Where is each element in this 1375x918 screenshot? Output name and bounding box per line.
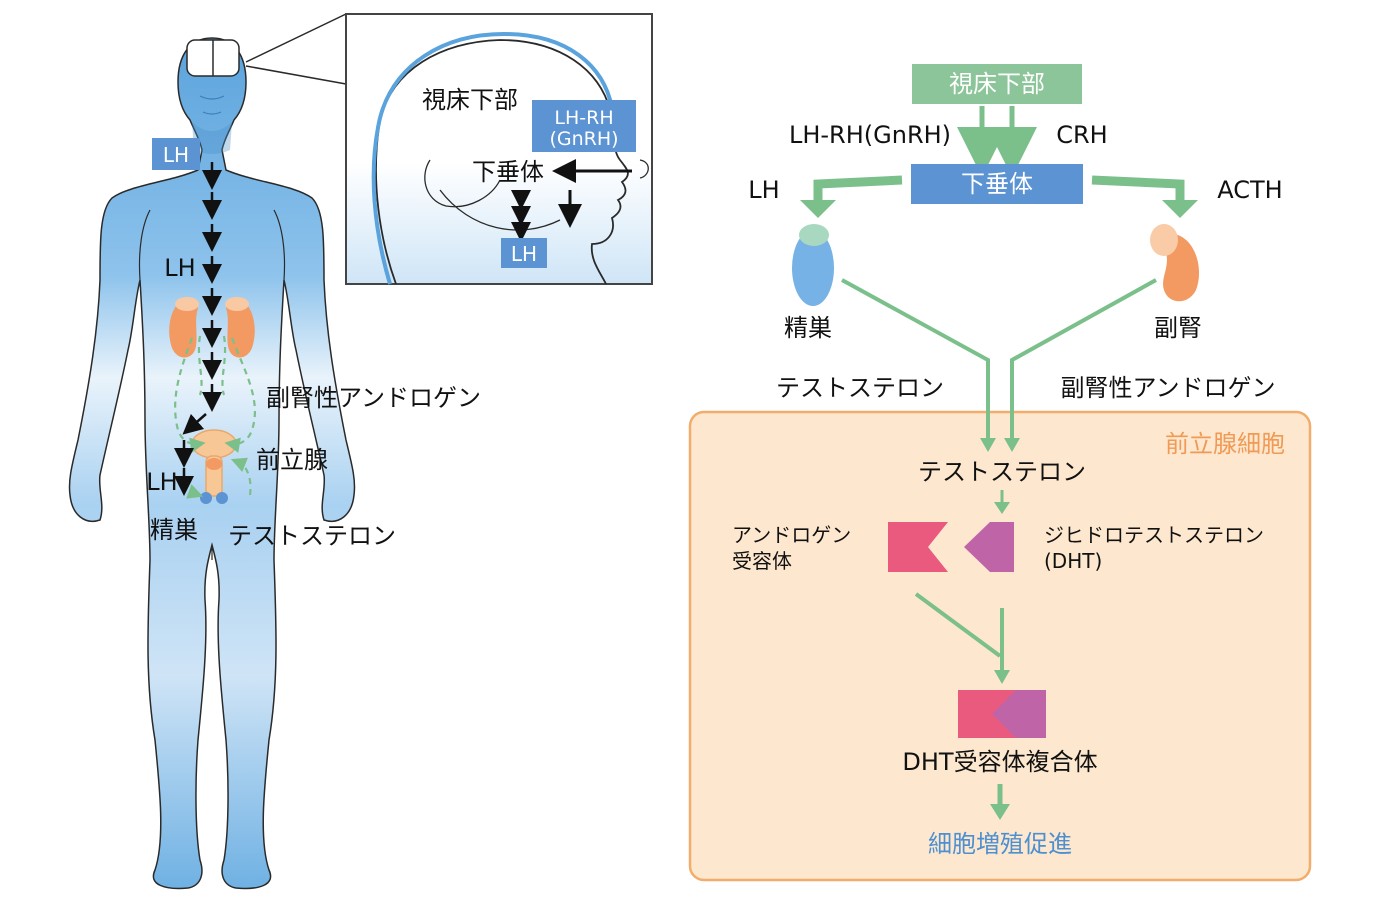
lh-label-body: LH	[164, 254, 195, 282]
lh-box-head	[152, 138, 200, 170]
testis-right-label: 精巣	[784, 314, 832, 342]
lh-pathway-arrows	[174, 162, 222, 496]
dht-label-1: ジヒドロテストステロン	[1044, 523, 1264, 547]
lh-label: LH	[748, 176, 779, 204]
testosterone-left-label: テストステロン	[776, 374, 944, 402]
adrenal-androgen-label: 副腎性アンドロゲン	[266, 384, 481, 412]
receptor-shape	[888, 522, 948, 572]
receptor-label-2: 受容体	[732, 549, 792, 573]
inset-lhrh-label: LH-RH	[554, 107, 613, 129]
head-inset: 視床下部 LH-RH (GnRH) 下垂体 LH	[345, 13, 653, 285]
prostate-label: 前立腺	[256, 446, 328, 474]
testosterone-label: テストステロン	[228, 522, 396, 550]
dht-label-2: (DHT)	[1044, 549, 1102, 573]
kidneys	[169, 297, 255, 358]
lh-label-lower: LH	[146, 468, 177, 496]
inset-lhrh-box	[532, 100, 636, 152]
inset-hypothalamus-label: 視床下部	[422, 86, 518, 114]
pituitary-box	[911, 164, 1083, 204]
inset-pituitary-label: 下垂体	[472, 158, 544, 186]
crh-label: CRH	[1056, 121, 1107, 149]
adrenal-label: 副腎	[1154, 314, 1202, 342]
lhrh-label: LH-RH(GnRH)	[789, 121, 951, 149]
receptor-label-1: アンドロゲン	[732, 523, 851, 547]
lh-label-head: LH	[163, 143, 189, 167]
head-profile-icon	[371, 31, 649, 285]
hypothalamus-box	[912, 64, 1082, 104]
result-label: 細胞増殖促進	[928, 830, 1072, 858]
testis-label: 精巣	[150, 516, 198, 544]
pituitary-label: 下垂体	[961, 170, 1033, 198]
inset-lh-label: LH	[511, 242, 537, 266]
inset-gnrh-label: (GnRH)	[549, 128, 618, 150]
dht-shape	[964, 522, 1014, 572]
adrenal-icon	[1150, 224, 1200, 302]
adrenal-androgen-right-label: 副腎性アンドロゲン	[1060, 374, 1275, 402]
cell-title: 前立腺細胞	[1165, 430, 1285, 458]
inset-lh-box	[501, 238, 547, 268]
testis-icon	[792, 224, 834, 306]
acth-label: ACTH	[1217, 176, 1282, 204]
hypothalamus-label: 視床下部	[949, 70, 1045, 98]
complex-dht	[992, 690, 1046, 738]
complex-label: DHT受容体複合体	[902, 748, 1097, 776]
cell-testosterone-label: テストステロン	[918, 458, 1086, 486]
